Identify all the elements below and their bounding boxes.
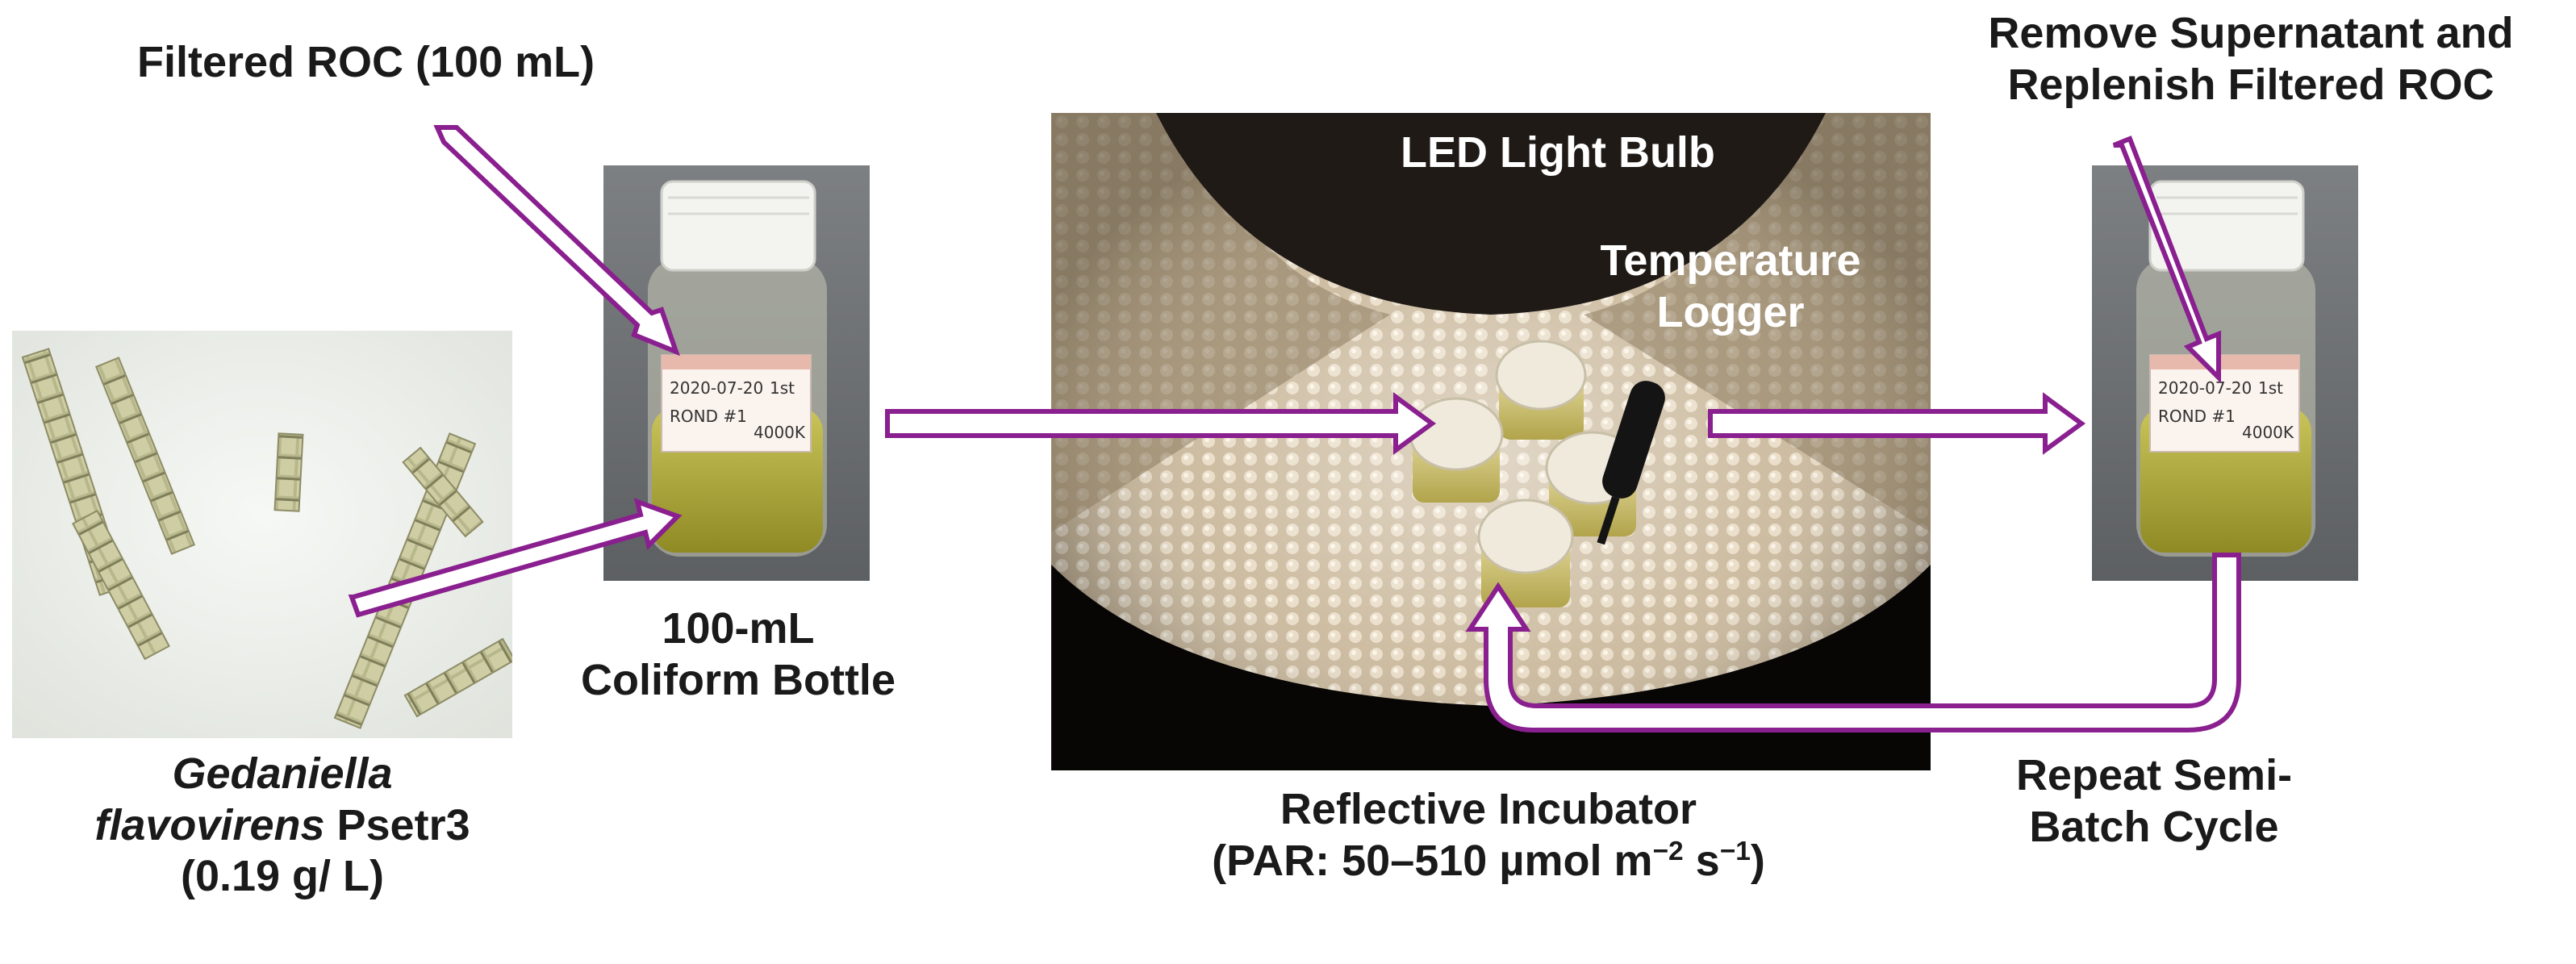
coliform-bottle-photo-left: 2020-07-20 1st ROND #1 4000K	[603, 165, 870, 581]
filtered-roc-text: Filtered ROC (100 mL)	[137, 38, 595, 86]
label-remove-supernatant: Remove Supernatant and Replenish Filtere…	[1932, 8, 2570, 111]
bottle-paper-label	[2149, 354, 2300, 453]
filament-4	[273, 432, 304, 512]
bottle-cap	[660, 180, 816, 272]
coliform-bottle-photo-right: 2020-07-20 1st ROND #1 4000K	[2092, 165, 2358, 581]
label-repeat-cycle: Repeat Semi- Batch Cycle	[1952, 750, 2356, 853]
label-date: 2020-07-20	[2158, 378, 2252, 398]
label-temperature-logger: Temperature Logger	[1577, 236, 1884, 338]
incubator-par-range: (PAR: 50–510 µmol m−2 s−1)	[1212, 836, 1765, 885]
led-text: LED Light Bulb	[1401, 128, 1715, 177]
remove-line-2: Replenish Filtered ROC	[2007, 60, 2495, 109]
arrow-incubator-to-bottle	[1708, 392, 2086, 455]
temperature-line-2: Logger	[1656, 287, 1805, 336]
remove-line-1: Remove Supernatant and	[1988, 9, 2514, 57]
led-bulb-opening	[1156, 113, 1826, 315]
label-tag: 1st	[770, 378, 795, 398]
label-lux: 4000K	[2242, 423, 2294, 442]
repeat-line-1: Repeat Semi-	[2015, 751, 2293, 799]
label-led-light-bulb: LED Light Bulb	[1401, 127, 1715, 179]
label-id: ROND #1	[670, 407, 747, 426]
filament-7	[403, 637, 512, 718]
algae-species: flavovirens	[94, 800, 325, 849]
temperature-logger-device	[1597, 381, 1665, 545]
filament-2	[94, 357, 196, 555]
label-date: 2020-07-20	[670, 378, 763, 398]
algae-filaments	[12, 331, 512, 738]
bottle-line-1: 100-mL	[662, 604, 815, 653]
label-id: ROND #1	[2158, 407, 2236, 426]
arrow-algae-to-bottle	[348, 498, 683, 618]
incubator-line-1: Reflective Incubator	[1280, 785, 1697, 833]
vial-bottom	[1477, 499, 1574, 607]
arrow-replenish-to-bottle	[2112, 136, 2221, 384]
label-filtered-roc: Filtered ROC (100 mL)	[137, 37, 595, 89]
bottle-line-2: Coliform Bottle	[581, 655, 896, 704]
filament-6	[402, 446, 484, 538]
temperature-line-1: Temperature	[1600, 236, 1861, 285]
arrow-filtered-roc-to-bottle	[433, 125, 680, 357]
filament-3	[72, 509, 170, 661]
label-algae-strain: Gedaniella flavovirens Psetr3 (0.19 g/ L…	[73, 749, 492, 903]
algae-micrograph	[12, 331, 512, 738]
label-coliform-bottle: 100-mL Coliform Bottle	[549, 603, 928, 706]
vial-top	[1495, 340, 1587, 440]
bottle-drawing-right: 2020-07-20 1st ROND #1 4000K	[2092, 165, 2358, 581]
label-reflective-incubator: Reflective Incubator (PAR: 50–510 µmol m…	[1081, 784, 1896, 887]
algae-genus: Gedaniella	[172, 749, 393, 798]
label-tag: 1st	[2258, 378, 2283, 398]
label-lux: 4000K	[754, 423, 806, 442]
arrow-bottle-to-incubator	[885, 392, 1437, 455]
bottle-paper-label	[661, 354, 812, 453]
algae-concentration: (0.19 g/ L)	[180, 852, 385, 901]
arrow-repeat-cycle	[1465, 553, 2241, 732]
bottle-cap	[2148, 180, 2305, 272]
repeat-line-2: Batch Cycle	[2029, 802, 2279, 851]
algae-strain-id: Psetr3	[324, 800, 470, 849]
